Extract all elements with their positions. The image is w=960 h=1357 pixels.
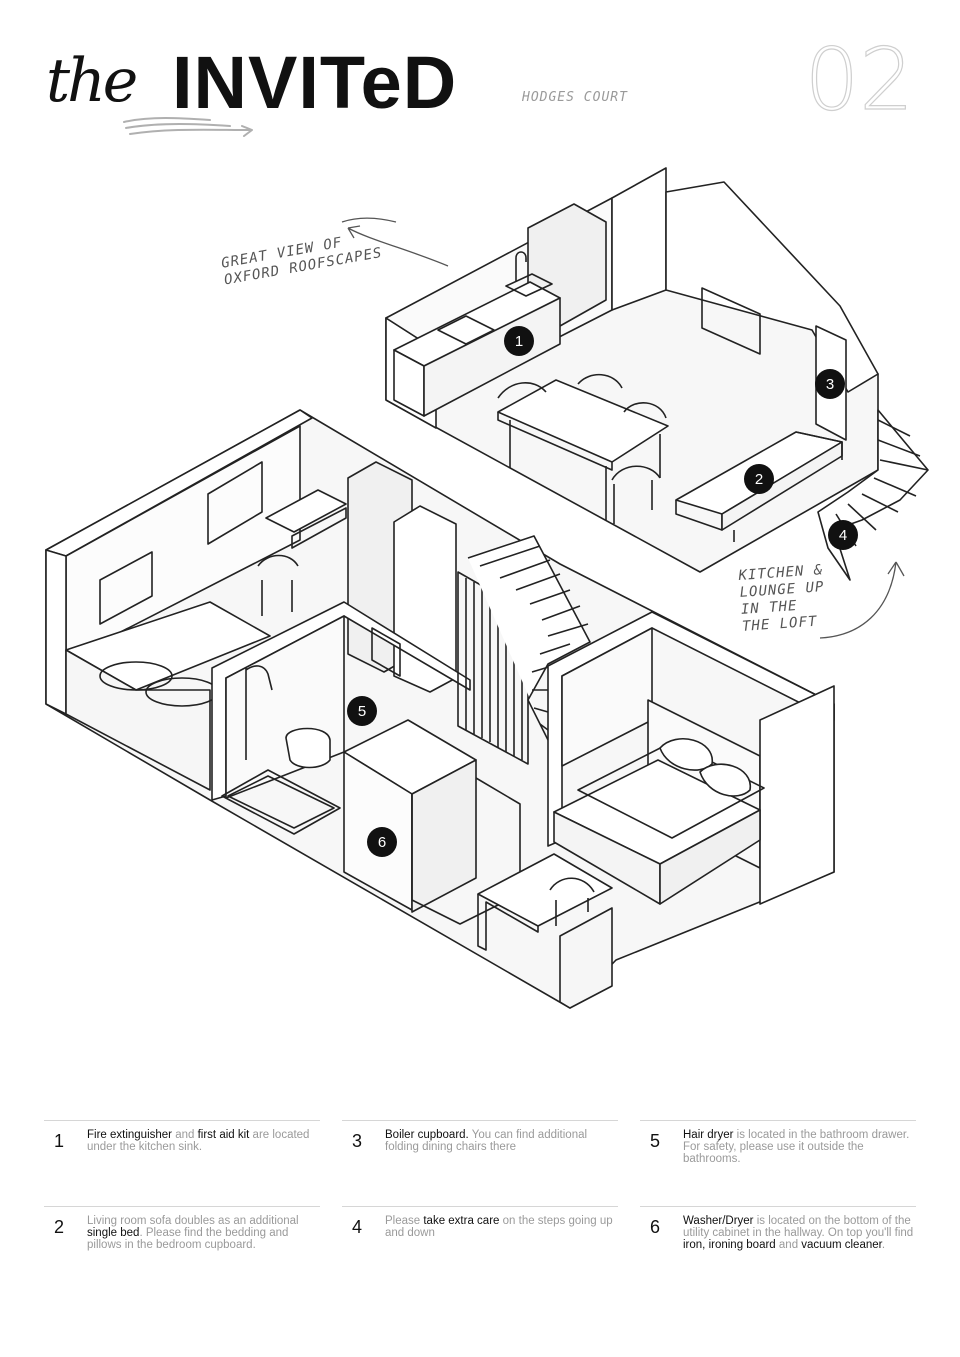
legend-segment: and xyxy=(172,1129,198,1141)
location-subtitle: HODGES COURT xyxy=(522,90,628,105)
legend-number: 3 xyxy=(352,1131,363,1151)
legend-highlight: Hair dryer xyxy=(683,1129,734,1141)
brand-invited: INVITeD xyxy=(172,41,458,124)
legend: 1 Fire extinguisher and first aid kit ar… xyxy=(44,1120,916,1320)
legend-highlight: vacuum cleaner xyxy=(801,1239,882,1251)
legend-item-2: 2 Living room sofa doubles as an additio… xyxy=(44,1206,320,1251)
legend-number: 2 xyxy=(54,1217,65,1237)
legend-text: Please take extra care on the steps goin… xyxy=(385,1215,618,1239)
legend-item-5: 5 Hair dryer is located in the bathroom … xyxy=(640,1120,916,1165)
legend-item-4: 4 Please take extra care on the steps go… xyxy=(342,1206,618,1239)
brand-logo: the INVITeD xyxy=(44,36,644,137)
legend-item-1: 1 Fire extinguisher and first aid kit ar… xyxy=(44,1120,320,1153)
legend-highlight: Fire extinguisher xyxy=(87,1129,173,1141)
legend-segment: is located in the bathroom drawer. For s… xyxy=(683,1129,910,1165)
legend-text: Hair dryer is located in the bathroom dr… xyxy=(683,1129,916,1165)
legend-segment: . Please find the bedding and pillows in… xyxy=(87,1227,289,1251)
legend-text: Boiler cupboard. You can find additional… xyxy=(385,1129,618,1153)
legend-segment: on the steps going up and down xyxy=(385,1215,613,1239)
marker-5: 5 xyxy=(347,696,377,726)
legend-number: 1 xyxy=(54,1131,65,1151)
marker-1: 1 xyxy=(504,326,534,356)
legend-segment: Living room sofa doubles as an additiona… xyxy=(87,1215,299,1227)
marker-6: 6 xyxy=(367,827,397,857)
legend-highlight: first aid kit xyxy=(197,1129,250,1141)
loft-annotation: KITCHEN & LOUNGE UP IN THE THE LOFT xyxy=(738,562,825,635)
marker-4: 4 xyxy=(828,520,858,550)
page-number: 02 xyxy=(804,29,915,130)
legend-segment: is located on the bottom of the utility … xyxy=(683,1215,914,1239)
legend-item-3: 3 Boiler cupboard. You can find addition… xyxy=(342,1120,618,1153)
ground-level xyxy=(45,409,835,1009)
legend-highlight: take extra care xyxy=(423,1215,500,1227)
legend-item-6: 6 Washer/Dryer is located on the bottom … xyxy=(640,1206,916,1251)
marker-2: 2 xyxy=(744,464,774,494)
legend-segment: and xyxy=(775,1239,802,1251)
brand-the: the xyxy=(46,46,138,116)
marker-3: 3 xyxy=(815,369,845,399)
scribble-underline-icon xyxy=(123,117,253,137)
legend-segment: Please xyxy=(385,1215,424,1227)
legend-number: 6 xyxy=(650,1217,661,1237)
legend-number: 5 xyxy=(650,1131,661,1151)
legend-text: Washer/Dryer is located on the bottom of… xyxy=(683,1215,916,1251)
legend-highlight: Boiler cupboard. xyxy=(385,1129,469,1141)
legend-text: Fire extinguisher and first aid kit are … xyxy=(87,1129,320,1153)
legend-segment: . xyxy=(881,1239,886,1251)
legend-highlight: Washer/Dryer xyxy=(683,1215,754,1227)
legend-highlight: single bed xyxy=(87,1227,140,1239)
legend-text: Living room sofa doubles as an additiona… xyxy=(87,1215,320,1251)
legend-number: 4 xyxy=(352,1217,363,1237)
legend-segment: You can find additional folding dining c… xyxy=(385,1129,588,1153)
legend-segment: are located under the kitchen sink. xyxy=(87,1129,310,1153)
legend-highlight: iron, ironing board xyxy=(683,1239,776,1251)
